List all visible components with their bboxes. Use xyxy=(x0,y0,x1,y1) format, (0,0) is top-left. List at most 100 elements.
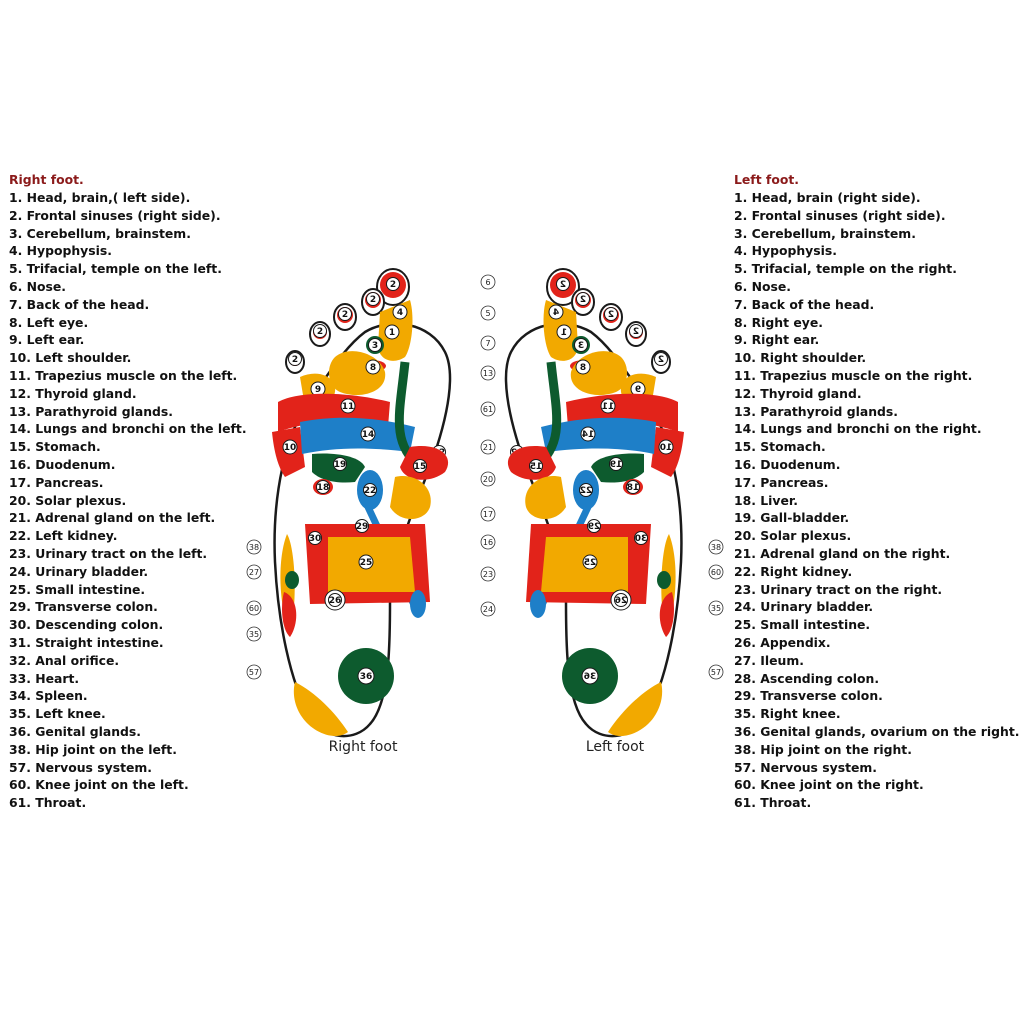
right-cerebellum-number: 3 xyxy=(372,341,378,351)
right-toe-sinus-zone-4-number-badge xyxy=(313,324,327,338)
right-gallbladder-number: 19 xyxy=(334,460,347,470)
callout-knee-number: 35 xyxy=(249,630,259,639)
right-toe-sinus-zone-1-number-badge xyxy=(386,277,400,291)
right-shoulder-number-badge xyxy=(282,439,298,455)
left-legend-item: 6. Nose. xyxy=(734,278,792,294)
left-legend-item: 7. Back of the head. xyxy=(734,296,875,312)
left-legend-item: 4. Hypophysis. xyxy=(734,243,837,259)
left-legend-item: 11. Trapezius muscle on the right. xyxy=(734,367,973,383)
left-legend-items: 1. Head, brain (right side).2. Frontal s… xyxy=(734,189,1019,812)
right-legend-item: 21. Adrenal gland on the left. xyxy=(9,510,216,526)
left-ear-number: 9 xyxy=(635,385,641,395)
left-toe-sinus-zone-1-number: 2 xyxy=(560,280,566,290)
right-trapezius-number-badge xyxy=(340,398,356,414)
left-legend-item: 23. Urinary tract on the right. xyxy=(734,581,943,597)
left-trapezius-number: 11 xyxy=(602,402,615,412)
left-transverse-colon-number: 29 xyxy=(588,522,601,532)
callout-throat-marker xyxy=(480,401,496,417)
callout-knee_joint-number: 60 xyxy=(249,604,259,613)
left-legend-title: Left foot. xyxy=(734,172,799,187)
callout-ileum-marker xyxy=(246,564,262,580)
right-legend-item: 10. Left shoulder. xyxy=(9,350,132,366)
left-eye-number: 8 xyxy=(580,363,586,373)
right-toe-sinus-zone-5-number-badge xyxy=(288,352,302,366)
right-head-number: 1 xyxy=(389,328,395,338)
left-toe-sinus-zone-4-number-badge xyxy=(629,324,643,338)
right-legend-item: 4. Hypophysis. xyxy=(9,243,112,259)
right-legend-title: Right foot. xyxy=(9,172,84,187)
callout-knee-marker-left-foot xyxy=(708,600,724,616)
left-legend-item: 8. Right eye. xyxy=(734,314,823,330)
right-legend-item: 16. Duodenum. xyxy=(9,456,116,472)
left-legend-item: 16. Duodenum. xyxy=(734,456,841,472)
right-legend-item: 6. Nose. xyxy=(9,278,67,294)
left-toe-sinus-zone-3-number: 2 xyxy=(608,310,614,320)
left-gallbladder-number-badge xyxy=(609,457,623,471)
left-legend-item: 12. Thyroid gland. xyxy=(734,385,862,401)
callout-ileum-number: 27 xyxy=(249,568,259,577)
right-duodenum-zone xyxy=(390,476,431,520)
callout-trifacial-number: 5 xyxy=(485,309,490,318)
right-transverse-colon-number: 29 xyxy=(356,522,369,532)
left-hypophysis-number: 4 xyxy=(553,308,559,318)
left-legend-item: 15. Stomach. xyxy=(734,439,826,455)
left-legend-item: 38. Hip joint on the right. xyxy=(734,741,912,757)
left-shoulder-number-badge xyxy=(658,439,674,455)
left-legend-item: 19. Gall-bladder. xyxy=(734,510,850,526)
left-knee-zone xyxy=(659,592,674,637)
left-descending-colon-number-badge xyxy=(634,531,648,545)
right-legend-item: 20. Solar plexus. xyxy=(9,492,127,508)
callout-parathyroid-marker xyxy=(480,365,496,381)
left-eye-number-badge xyxy=(575,359,591,375)
left-lungs-zone xyxy=(541,417,656,454)
callout-bladder-marker xyxy=(480,601,496,617)
left-gallbladder-number: 19 xyxy=(610,460,623,470)
right-toe-sinus-zone-5-number: 2 xyxy=(292,355,298,365)
right-eye-number-badge xyxy=(365,359,381,375)
right-head-number-badge xyxy=(384,324,400,340)
right-legend-item: 30. Descending colon. xyxy=(9,617,164,633)
right-legend-items: 1. Head, brain,( left side).2. Frontal s… xyxy=(9,189,247,812)
right-legend-item: 34. Spleen. xyxy=(9,688,88,704)
left-legend-item: 29. Transverse colon. xyxy=(734,688,883,704)
right-hypophysis-number-badge xyxy=(392,304,408,320)
left-legend-item: 25. Small intestine. xyxy=(734,617,871,633)
right-foot-legend: Right foot. 1. Head, brain,( left side).… xyxy=(9,171,247,812)
right-lungs-zone xyxy=(300,417,415,454)
callout-back_head-number: 7 xyxy=(485,339,490,348)
left-small-intestine-number: 25 xyxy=(584,558,597,568)
left-foot-caption: Left foot xyxy=(586,739,645,755)
right-toe-sinus-zone-3-number: 2 xyxy=(342,310,348,320)
callout-knee-number-left-foot: 35 xyxy=(711,604,721,613)
right-knee-zone xyxy=(282,592,297,637)
callout-solar_plexus-number: 20 xyxy=(483,475,493,484)
right-shoulder-number: 10 xyxy=(284,443,297,453)
right-legend-item: 12. Thyroid gland. xyxy=(9,385,137,401)
right-stomach-number: 15 xyxy=(414,462,427,472)
right-legend-item: 17. Pancreas. xyxy=(9,474,104,490)
right-legend-item: 31. Straight intestine. xyxy=(9,634,164,650)
left-kidney-number: 22 xyxy=(580,486,593,496)
right-stomach-number-badge xyxy=(413,459,427,473)
callout-duodenum-number: 16 xyxy=(483,538,493,547)
callout-nervous-number-left-foot: 57 xyxy=(711,668,721,677)
left-foot-legend: Left foot. 1. Head, brain (right side).2… xyxy=(734,171,1019,812)
left-legend-item: 21. Adrenal gland on the right. xyxy=(734,545,951,561)
callout-throat-number: 61 xyxy=(483,405,493,414)
left-legend-item: 61. Throat. xyxy=(734,795,812,811)
callout-pancreas-marker xyxy=(480,506,496,522)
callout-back_head-marker xyxy=(480,335,496,351)
left-hypophysis-number-badge xyxy=(548,304,564,320)
right-descending-colon-number: 30 xyxy=(309,534,322,544)
left-cerebellum-number-badge xyxy=(574,338,588,352)
left-legend-item: 3. Cerebellum, brainstem. xyxy=(734,225,916,241)
right-lungs-number: 14 xyxy=(362,430,375,440)
right-ear-number: 9 xyxy=(315,385,321,395)
right-legend-item: 11. Trapezius muscle on the left. xyxy=(9,367,238,383)
left-toe-sinus-zone-1-number-badge xyxy=(556,277,570,291)
right-legend-item: 32. Anal orifice. xyxy=(9,652,120,668)
left-legend-item: 10. Right shoulder. xyxy=(734,350,867,366)
callout-hip-marker-left-foot xyxy=(708,539,724,555)
left-legend-item: 5. Trifacial, temple on the right. xyxy=(734,261,957,277)
